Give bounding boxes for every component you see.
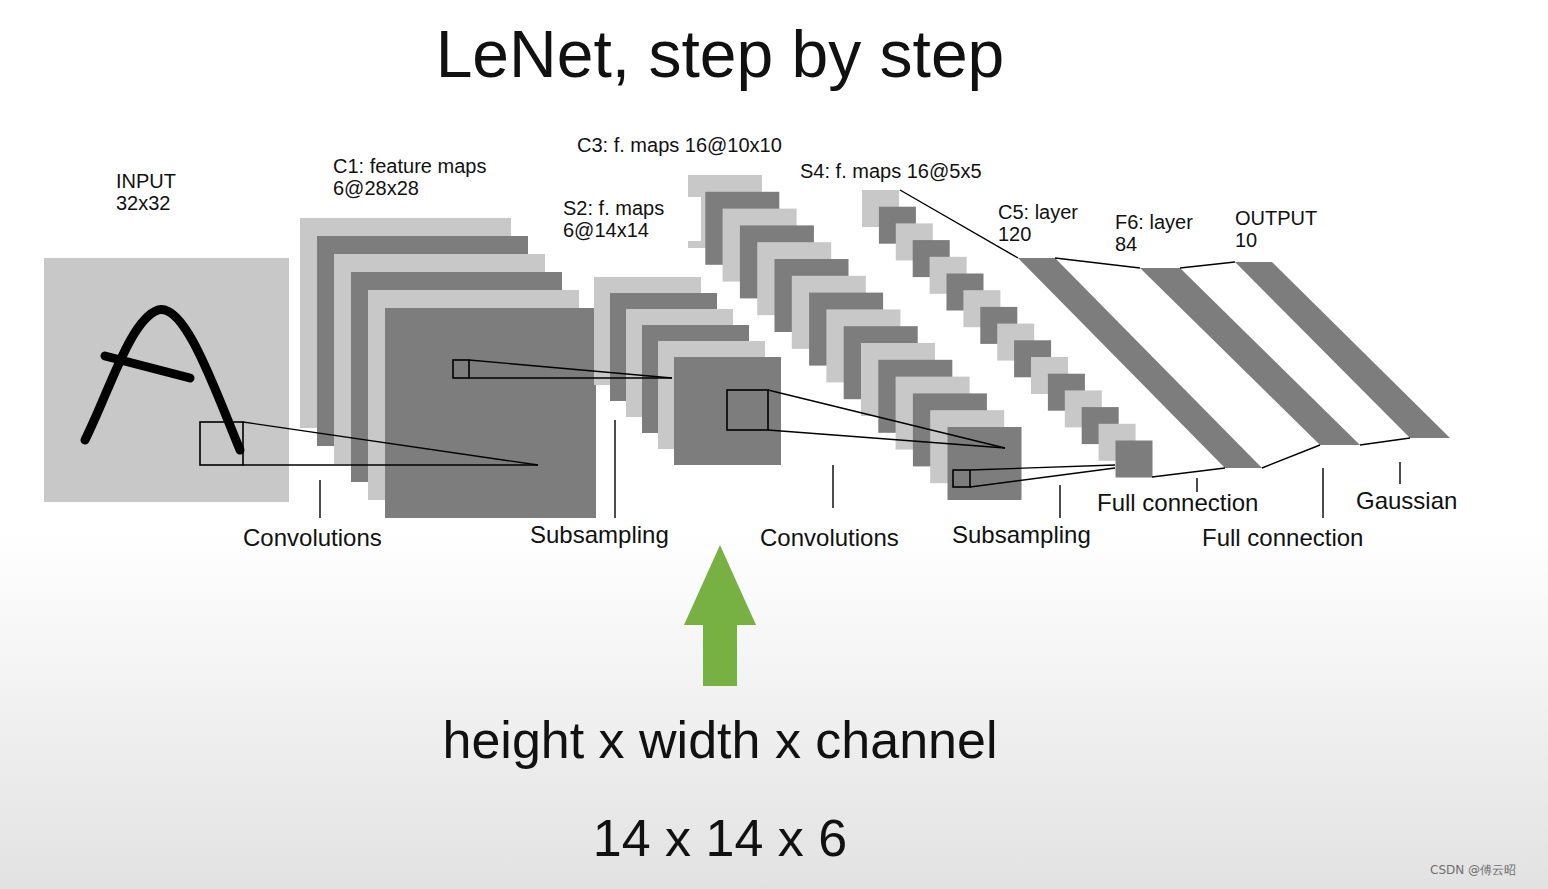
layer-heading: INPUT 32x32 bbox=[114, 170, 204, 216]
operation-label: Convolutions bbox=[760, 525, 899, 551]
layer-label: S4: f. maps 16@5x5 bbox=[798, 160, 984, 182]
operation-label: Gaussian bbox=[1356, 488, 1457, 514]
receptive-field bbox=[727, 390, 768, 430]
feature-map bbox=[385, 308, 596, 518]
layer-label: INPUT 32x32 bbox=[114, 170, 204, 214]
layer-label: C3: f. maps 16@10x10 bbox=[575, 134, 784, 156]
projection-line bbox=[1360, 438, 1410, 445]
layer-label: C5: layer 120 bbox=[996, 201, 1106, 245]
projection-line bbox=[1059, 485, 1060, 518]
receptive-field bbox=[453, 360, 469, 378]
projection-line bbox=[768, 390, 1005, 448]
layer-heading: OUTPUT 10 bbox=[1233, 207, 1343, 253]
projection-line bbox=[319, 480, 320, 518]
feature-map bbox=[1116, 441, 1153, 478]
projection-line bbox=[469, 360, 672, 378]
projection-line bbox=[970, 468, 1115, 487]
projection-line bbox=[832, 465, 833, 508]
operation-label: Subsampling bbox=[952, 522, 1091, 548]
layer-heading: C5: layer 120 bbox=[996, 201, 1106, 247]
layer-label: F6: layer 84 bbox=[1113, 211, 1218, 255]
projection-line bbox=[970, 465, 1115, 470]
projection-line bbox=[614, 420, 615, 518]
feature-map bbox=[948, 427, 1022, 500]
projection-line bbox=[1322, 468, 1323, 518]
layer-label: C1: feature maps 6@28x28 bbox=[331, 155, 531, 199]
receptive-field bbox=[200, 422, 243, 465]
projection-line bbox=[469, 377, 672, 378]
layer-label: S2: f. maps 6@14x14 bbox=[561, 197, 701, 241]
caption-line: 14 x 14 x 6 bbox=[0, 810, 1440, 867]
letter-stroke bbox=[85, 309, 240, 450]
projection-line bbox=[243, 422, 538, 465]
projection-line bbox=[1152, 468, 1225, 477]
layer-band bbox=[1140, 268, 1360, 445]
layer-label: OUTPUT 10 bbox=[1233, 207, 1343, 251]
receptive-field bbox=[953, 470, 970, 487]
layer-heading: C1: feature maps 6@28x28 bbox=[331, 155, 531, 201]
operation-label: Convolutions bbox=[243, 525, 382, 551]
projection-line bbox=[1399, 462, 1400, 484]
projection-line bbox=[1055, 258, 1140, 268]
green-arrow bbox=[684, 545, 756, 686]
title: LeNet, step by step bbox=[0, 18, 1440, 91]
operation-label: Full connection bbox=[1202, 525, 1363, 551]
layer-heading: S4: f. maps 16@5x5 bbox=[798, 160, 1048, 184]
operation-label: Full connection bbox=[1097, 490, 1258, 516]
layer-heading: S2: f. maps 6@14x14 bbox=[561, 197, 701, 243]
layer-band bbox=[1018, 258, 1262, 468]
layer-heading: C3: f. maps 16@10x10 bbox=[575, 134, 855, 158]
letter-stroke bbox=[105, 356, 190, 378]
watermark: CSDN @傅云昭 bbox=[1430, 864, 1516, 877]
projection-line bbox=[243, 464, 538, 465]
operation-label: Subsampling bbox=[530, 522, 669, 548]
layer-band bbox=[1235, 262, 1450, 438]
projection-line bbox=[1180, 262, 1235, 268]
projection-line bbox=[1262, 445, 1320, 468]
feature-map bbox=[674, 357, 781, 465]
projection-line bbox=[768, 430, 1005, 448]
caption-line: height x width x channel bbox=[0, 712, 1440, 769]
layer-heading: F6: layer 84 bbox=[1113, 211, 1218, 257]
